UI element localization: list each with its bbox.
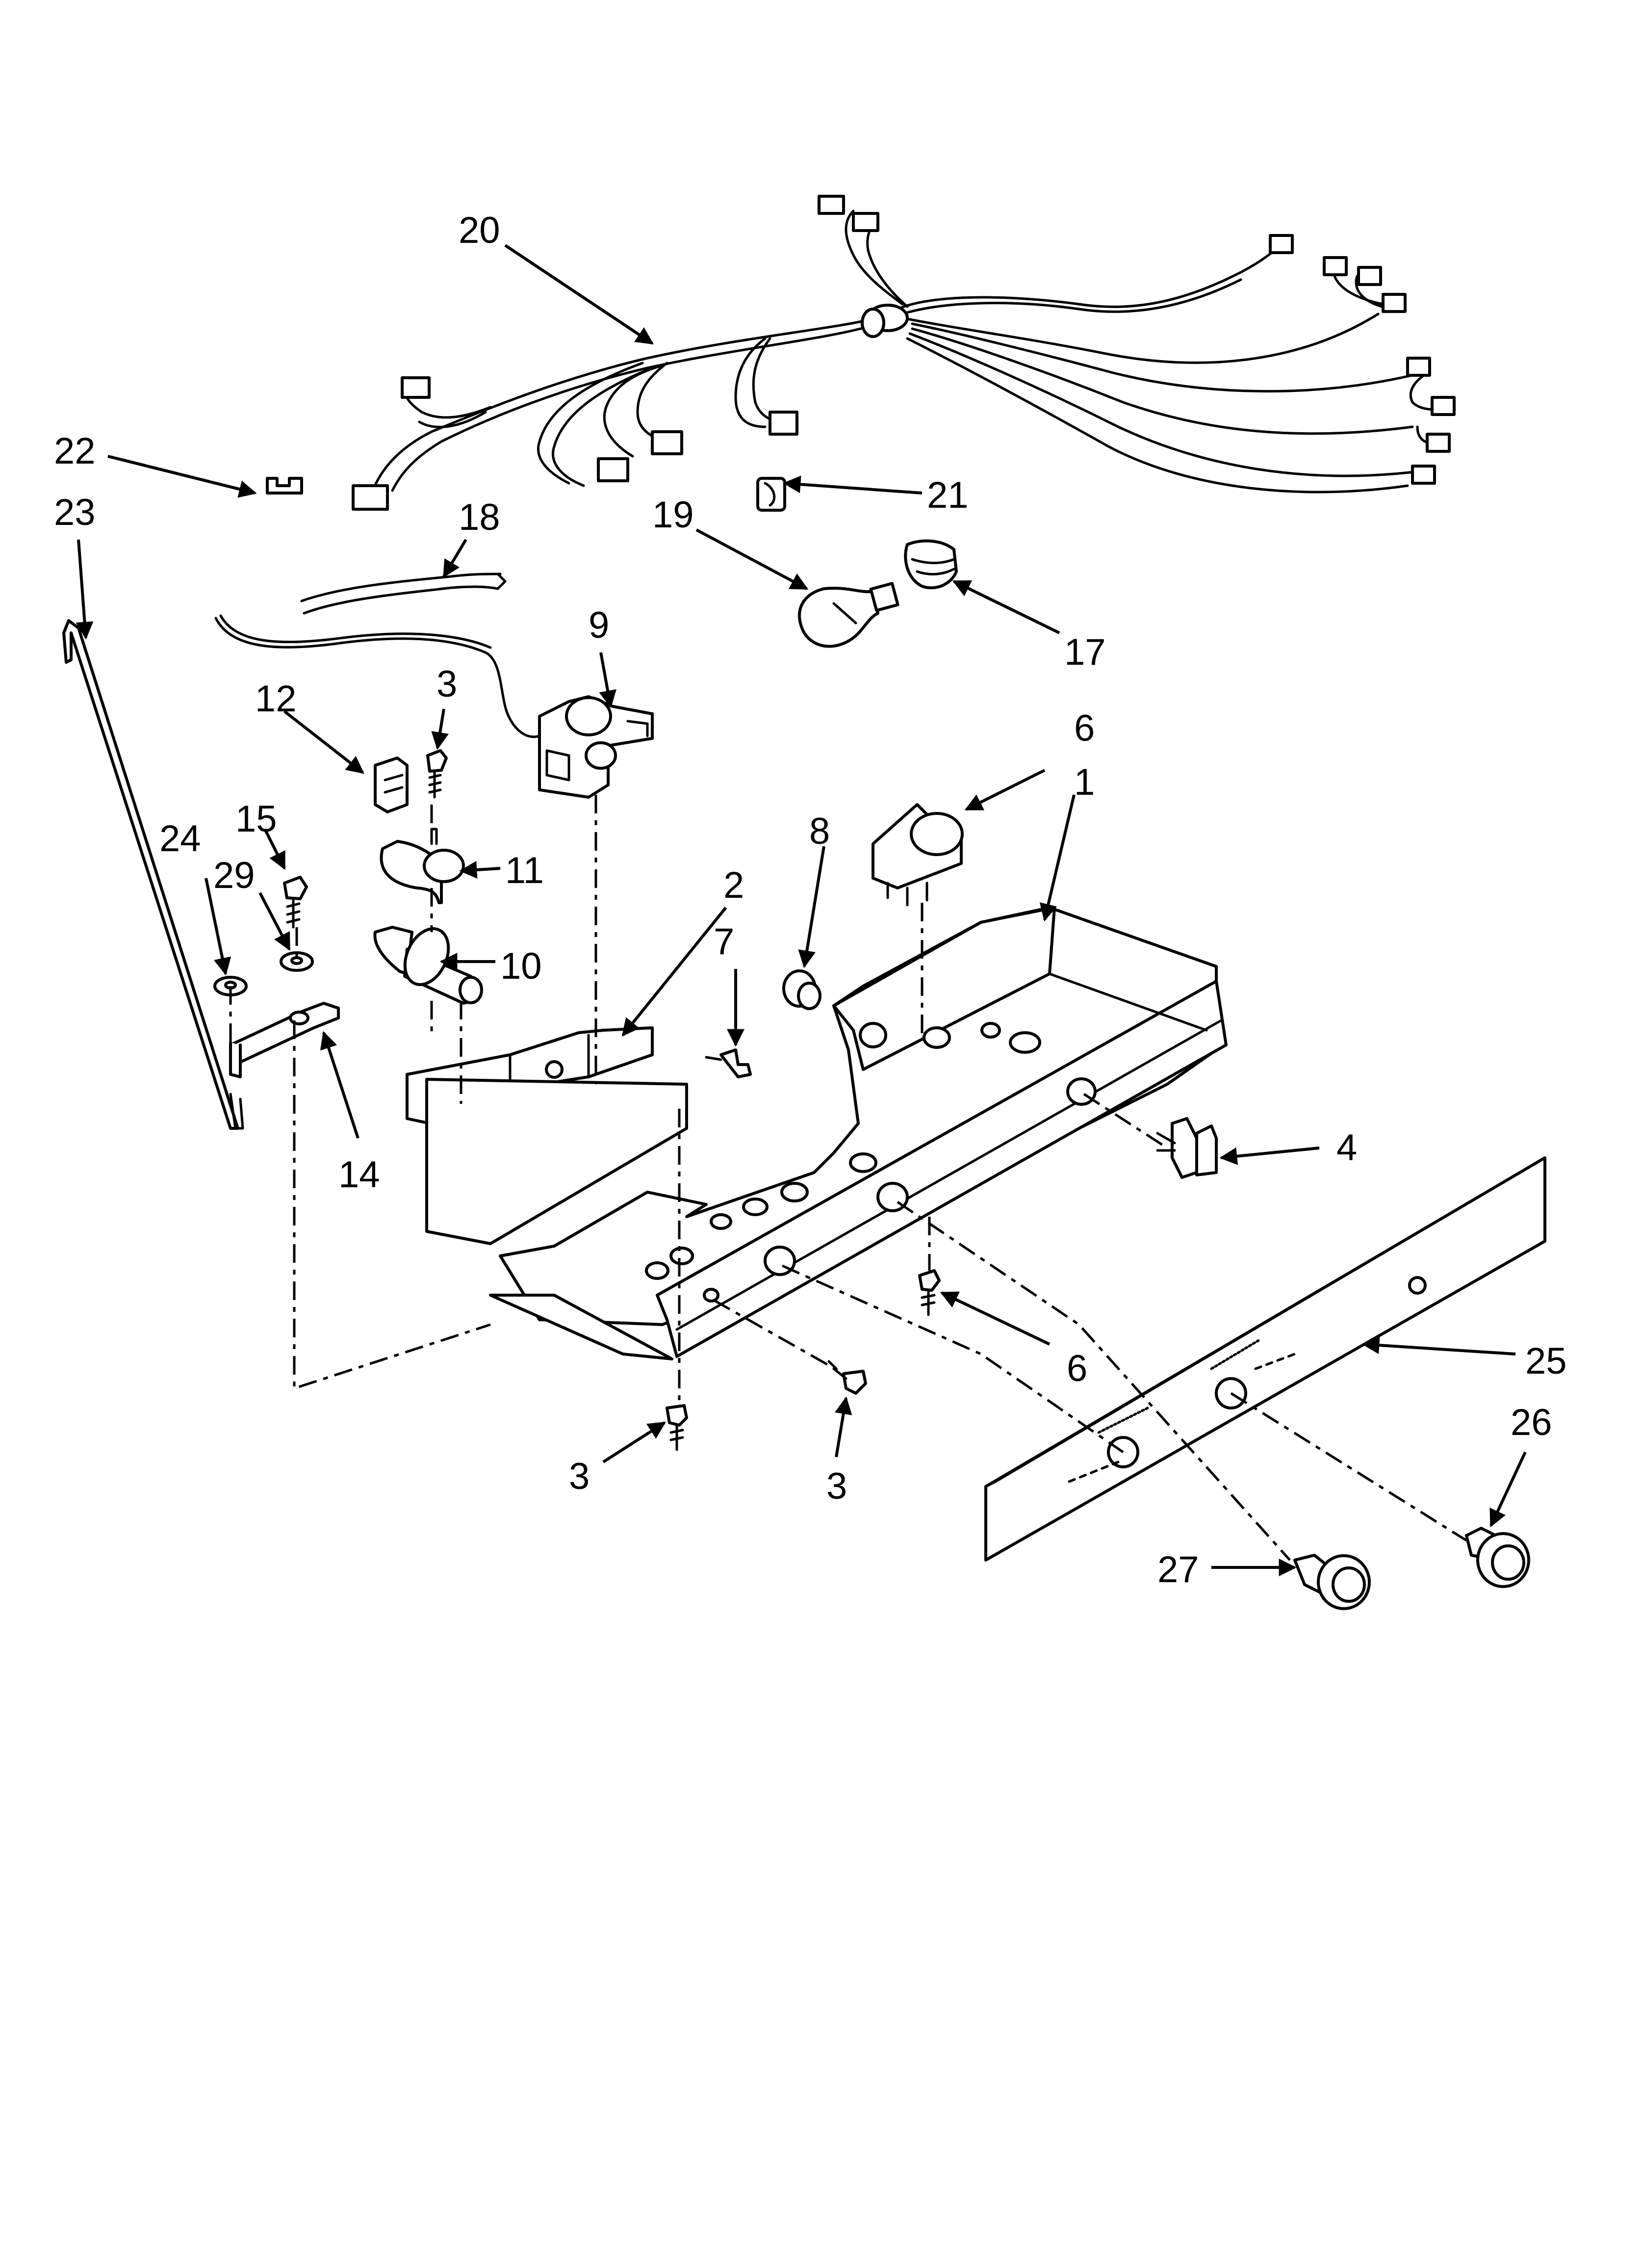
callout-21: 21	[927, 474, 969, 516]
wire-harness	[352, 195, 1456, 511]
main-housing-part	[406, 906, 1228, 1360]
callout-labels: 20 22 23 18 21 19 17 9 12 3 6 1 8 2 11 1…	[54, 209, 1567, 1590]
knob-shaft-part	[373, 926, 483, 1005]
callout-14: 12	[255, 678, 297, 720]
callout-7: 6	[1067, 1348, 1087, 1389]
lever-part	[229, 1002, 340, 1078]
leader-lines	[76, 244, 1527, 1576]
callout-27: 27	[1157, 1549, 1199, 1590]
callout-3-lower-right: 3	[826, 1465, 847, 1507]
bracket-part-14	[374, 756, 409, 813]
screw-part-lower-right	[827, 1360, 867, 1395]
callout-15: 14	[338, 1154, 380, 1196]
screw-part-upper	[426, 749, 448, 799]
callout-8: 8	[809, 810, 830, 852]
bracket-part-12	[380, 828, 465, 904]
callout-24: 24	[159, 818, 201, 860]
callout-23: 23	[54, 492, 96, 533]
control-panel-part	[984, 1156, 1546, 1562]
callout-25: 25	[1525, 1340, 1567, 1382]
callout-18: 18	[459, 496, 500, 538]
clip-part	[266, 477, 303, 495]
switch-part	[1156, 1117, 1218, 1179]
control-part	[538, 695, 654, 799]
callout-16: 15	[235, 798, 277, 840]
screw-part-lower-left	[666, 1404, 688, 1451]
washer-part-29	[280, 951, 314, 972]
callout-6: 6	[1074, 707, 1095, 749]
screw-part-16	[283, 876, 308, 929]
light-socket-part	[756, 477, 786, 512]
callout-2: 2	[723, 864, 744, 906]
timer-part	[872, 803, 964, 907]
callout-20: 20	[459, 209, 500, 251]
callout-19: 19	[652, 494, 694, 536]
callout-12: 11	[505, 850, 544, 891]
callout-10: 7	[714, 921, 734, 963]
callout-3-top: 3	[436, 663, 457, 705]
callout-3-lower-left: 3	[569, 1456, 590, 1497]
callout-1: 1	[1074, 761, 1095, 803]
tube-part	[214, 573, 549, 738]
knob-part-26	[1465, 1527, 1530, 1588]
rod-part	[62, 619, 244, 1130]
screw-part-10	[705, 1048, 752, 1078]
callout-11: 10	[500, 945, 542, 987]
callout-4: 4	[1336, 1127, 1357, 1169]
assembly-lines	[229, 795, 1467, 1561]
callout-29: 29	[213, 855, 255, 896]
callout-9: 9	[589, 604, 609, 646]
light-bulb-part	[798, 582, 899, 648]
callout-22: 22	[54, 430, 96, 472]
callout-17: 17	[1064, 631, 1106, 673]
callout-26: 26	[1511, 1402, 1552, 1443]
grommet-part	[782, 969, 821, 1010]
knob-part-27	[1293, 1554, 1371, 1610]
bulb-socket-part	[904, 539, 958, 590]
screw-part-7	[918, 1269, 941, 1316]
